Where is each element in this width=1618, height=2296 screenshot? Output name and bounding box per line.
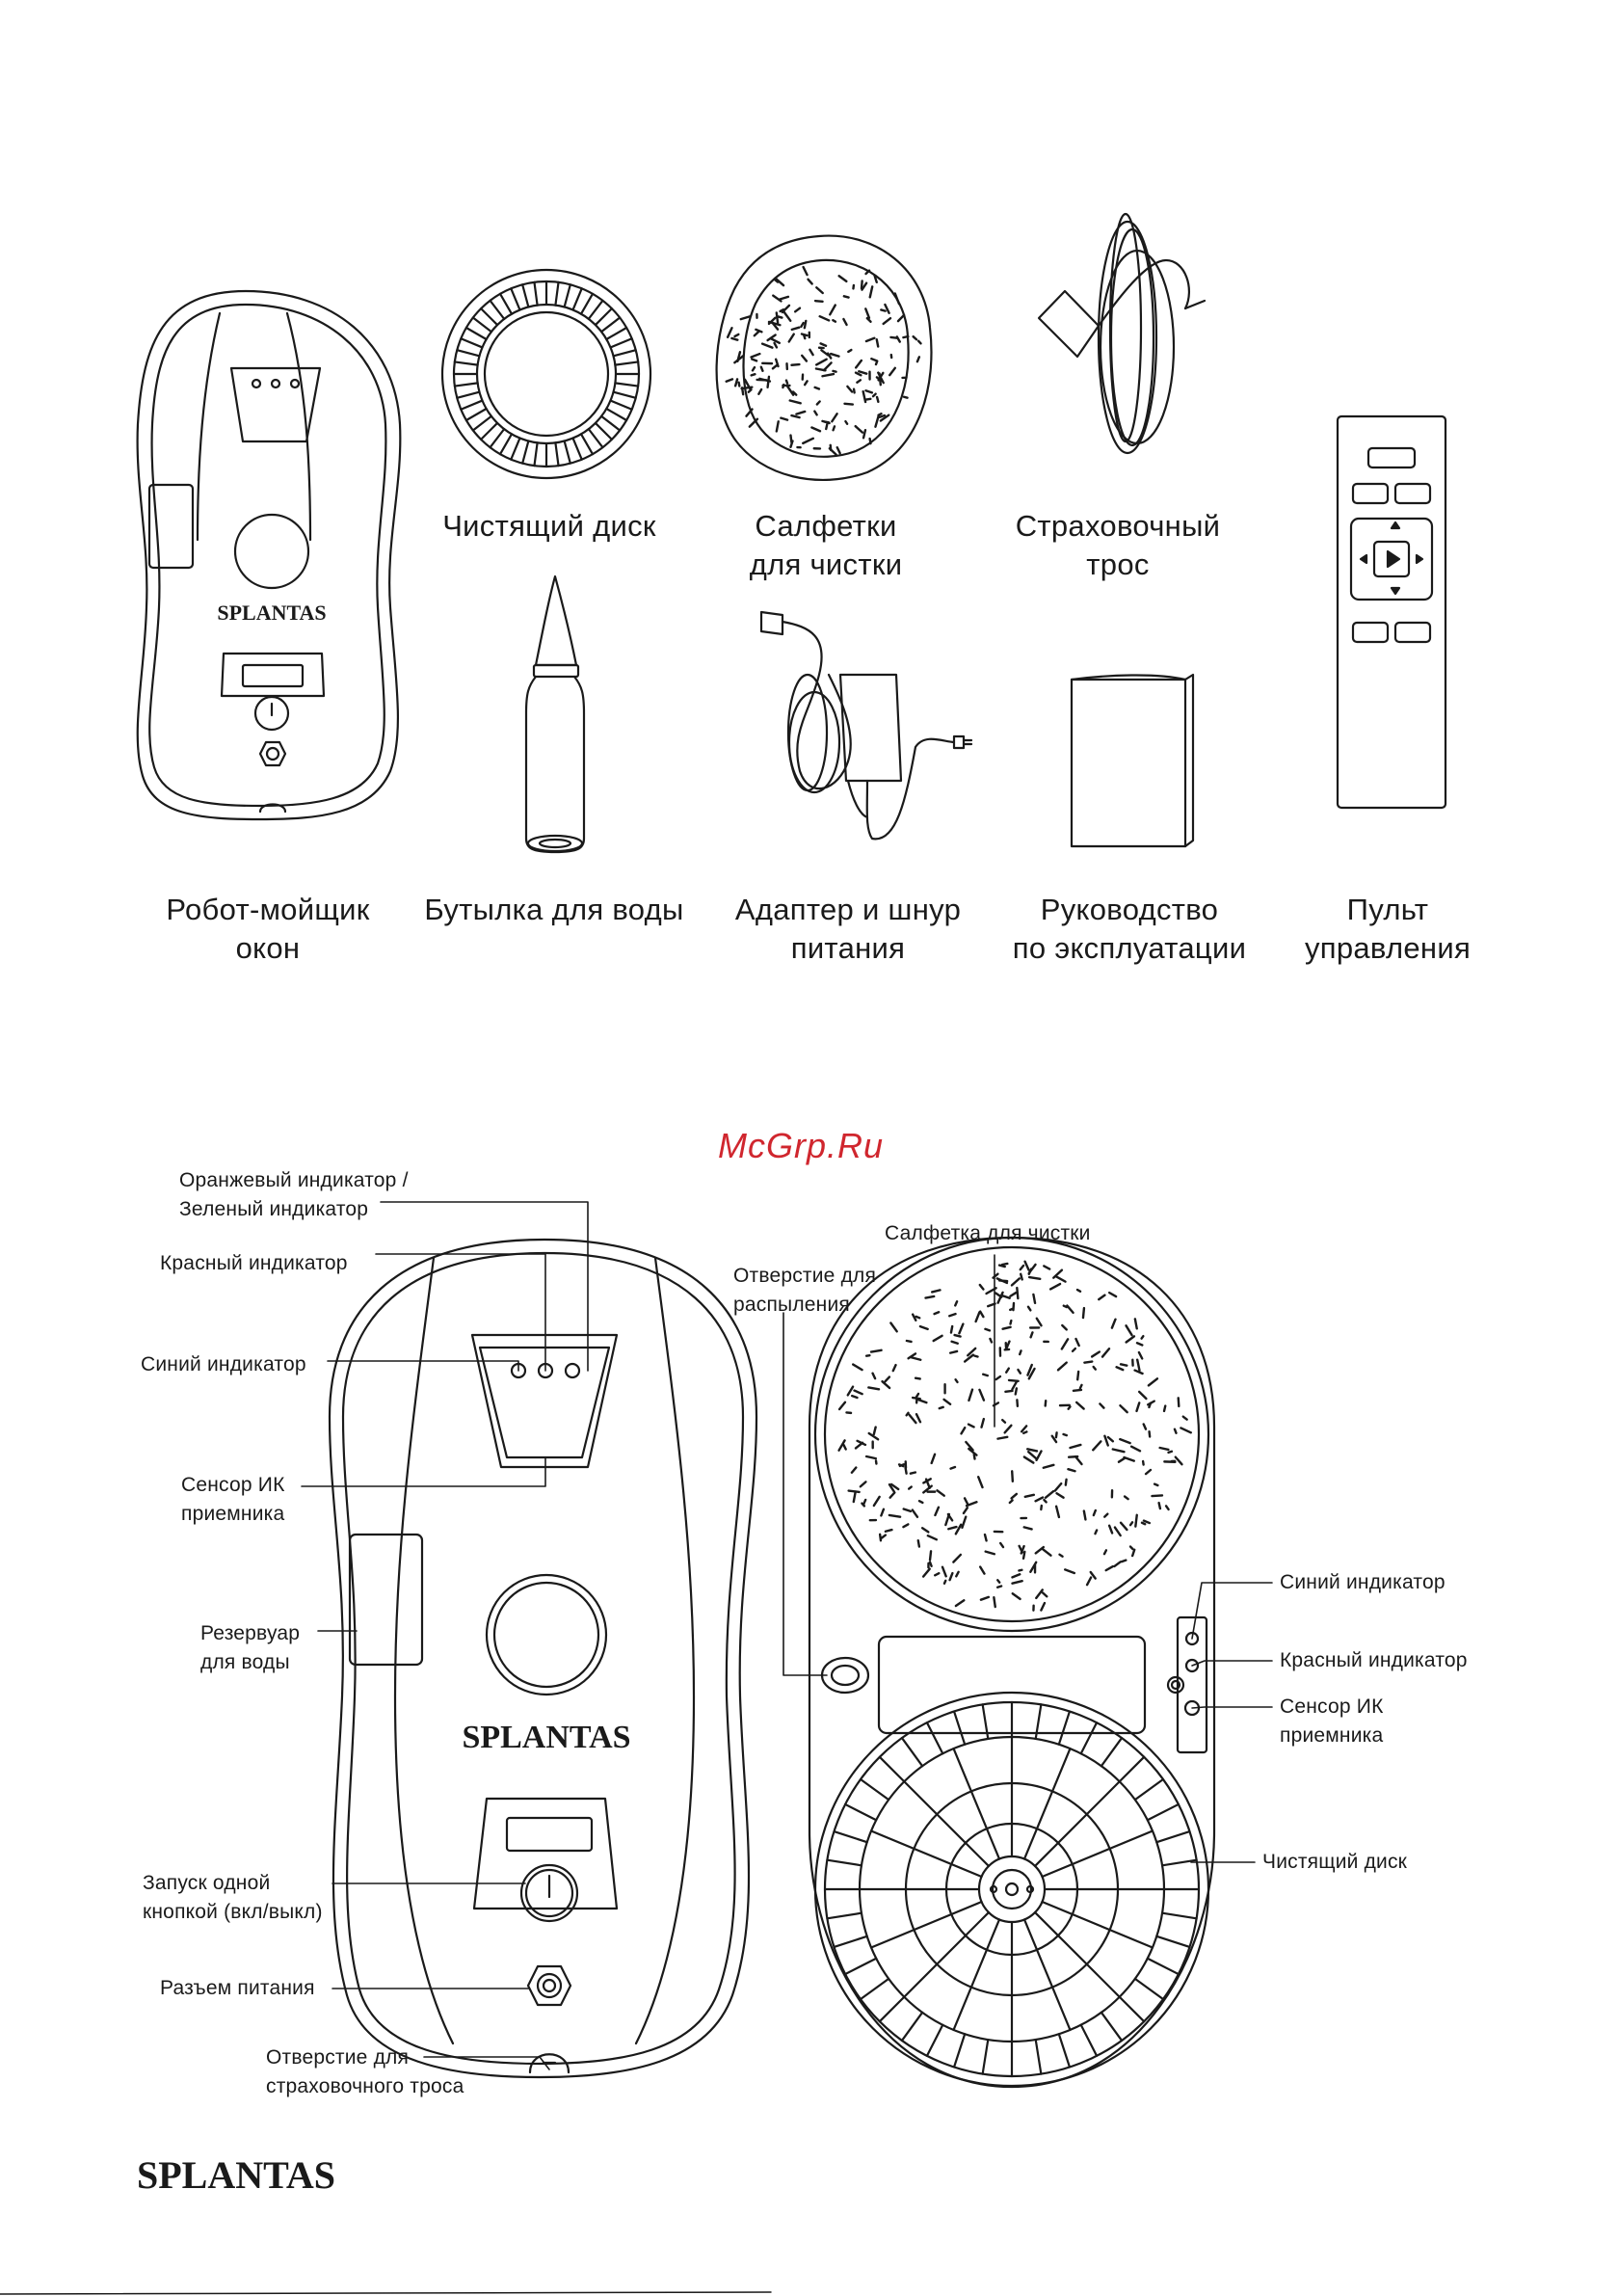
callout-line: Синий индикатор: [141, 1353, 306, 1375]
footer-logo: SPLANTAS: [137, 2153, 335, 2197]
callout-line: приемника: [1280, 1724, 1384, 1747]
callout-line: Сенсор ИК: [181, 1474, 285, 1496]
caption-remote: Пульт управления: [1305, 891, 1471, 968]
callout-power-button: Запуск одной кнопкой (вкл/выкл): [143, 1869, 323, 1927]
callout-line: Разъем питания: [160, 1977, 315, 1999]
cleaning-pad-icon: [715, 234, 933, 482]
callout-line: страховочного троса: [266, 2075, 464, 2097]
callout-line: Запуск одной: [143, 1872, 271, 1894]
robot-front-logo: SPLANTAS: [462, 1720, 630, 1755]
callout-orange-green-indicator: Оранжевый индикатор / Зеленый индикатор: [179, 1166, 409, 1224]
caption-manual: Руководство по эксплуатации: [1013, 891, 1246, 968]
callout-ir-sensor: Сенсор ИК приемника: [181, 1471, 285, 1529]
caption-line: питания: [790, 931, 906, 965]
robot-logo: SPLANTAS: [217, 601, 326, 625]
callout-blue-indicator: Синий индикатор: [141, 1350, 306, 1379]
callout-back-cleaning-disc: Чистящий диск: [1262, 1848, 1407, 1877]
callout-line: Красный индикатор: [160, 1252, 348, 1274]
callout-line: Сенсор ИК: [1280, 1695, 1384, 1718]
caption-line: Салфетки: [755, 509, 897, 543]
callout-line: Красный индикатор: [1280, 1649, 1468, 1671]
callout-line: Отверстие для: [733, 1265, 877, 1287]
caption-line: Руководство: [1040, 893, 1219, 926]
callout-back-blue-indicator: Синий индикатор: [1280, 1568, 1446, 1597]
robot-front-diagram: SPLANTAS: [328, 1238, 758, 2079]
callout-line: для воды: [200, 1651, 290, 1673]
callout-water-tank: Резервуар для воды: [200, 1619, 300, 1677]
callout-back-red-indicator: Красный индикатор: [1280, 1646, 1468, 1675]
caption-line: управления: [1304, 931, 1472, 965]
callout-rope-hole: Отверстие для страховочного троса: [266, 2043, 464, 2101]
caption-line: по эксплуатации: [1012, 931, 1247, 965]
callout-cleaning-pad: Салфетка для чистки: [885, 1219, 1091, 1248]
remote-control-icon: [1336, 414, 1447, 810]
callout-line: кнопкой (вкл/выкл): [143, 1901, 323, 1923]
callout-lines: [301, 1201, 1273, 2070]
callout-red-indicator: Красный индикатор: [160, 1249, 348, 1278]
callout-line: приемника: [181, 1503, 285, 1525]
caption-robot: Робот-мойщик окон: [166, 891, 369, 968]
callout-spray-hole: Отверстие для распыления: [733, 1262, 876, 1320]
caption-cleaning-disc: Чистящий диск: [442, 507, 656, 546]
caption-line: Бутылка для воды: [424, 893, 684, 926]
callout-line: Отверстие для: [266, 2046, 410, 2069]
callout-line: Зеленый индикатор: [179, 1198, 369, 1220]
caption-line: Страховочный: [1015, 509, 1221, 543]
callout-line: Салфетка для чистки: [885, 1222, 1091, 1244]
callout-line: Чистящий диск: [1262, 1851, 1408, 1873]
callout-line: Оранжевый индикатор /: [179, 1169, 409, 1191]
caption-cleaning-pads: Салфетки для чистки: [750, 507, 903, 584]
callout-back-ir-sensor: Сенсор ИК приемника: [1280, 1693, 1384, 1750]
callout-power-socket: Разъем питания: [160, 1974, 315, 2003]
caption-line: трос: [1086, 547, 1150, 581]
caption-power-adapter: Адаптер и шнур питания: [735, 891, 961, 968]
robot-front-icon: SPLANTAS: [136, 289, 402, 821]
caption-line: Робот-мойщик: [166, 893, 370, 926]
watermark: McGrp.Ru: [718, 1126, 885, 1165]
cleaning-disc-icon: [440, 268, 652, 480]
caption-line: для чистки: [749, 547, 903, 581]
caption-line: Пульт: [1346, 893, 1429, 926]
callout-line: Резервуар: [200, 1622, 301, 1644]
power-adapter-icon: [759, 610, 973, 841]
callout-line: распыления: [733, 1294, 850, 1316]
caption-line: Чистящий диск: [442, 509, 656, 543]
manual-booklet-icon: [1070, 673, 1195, 848]
caption-water-bottle: Бутылка для воды: [424, 891, 683, 929]
safety-rope-icon: [1037, 212, 1207, 455]
caption-line: Адаптер и шнур: [734, 893, 962, 926]
caption-line: окон: [235, 931, 301, 965]
water-bottle-icon: [524, 574, 586, 854]
callout-line: Синий индикатор: [1280, 1571, 1446, 1593]
robot-back-diagram: [808, 1236, 1216, 2089]
caption-safety-rope: Страховочный трос: [1016, 507, 1221, 584]
